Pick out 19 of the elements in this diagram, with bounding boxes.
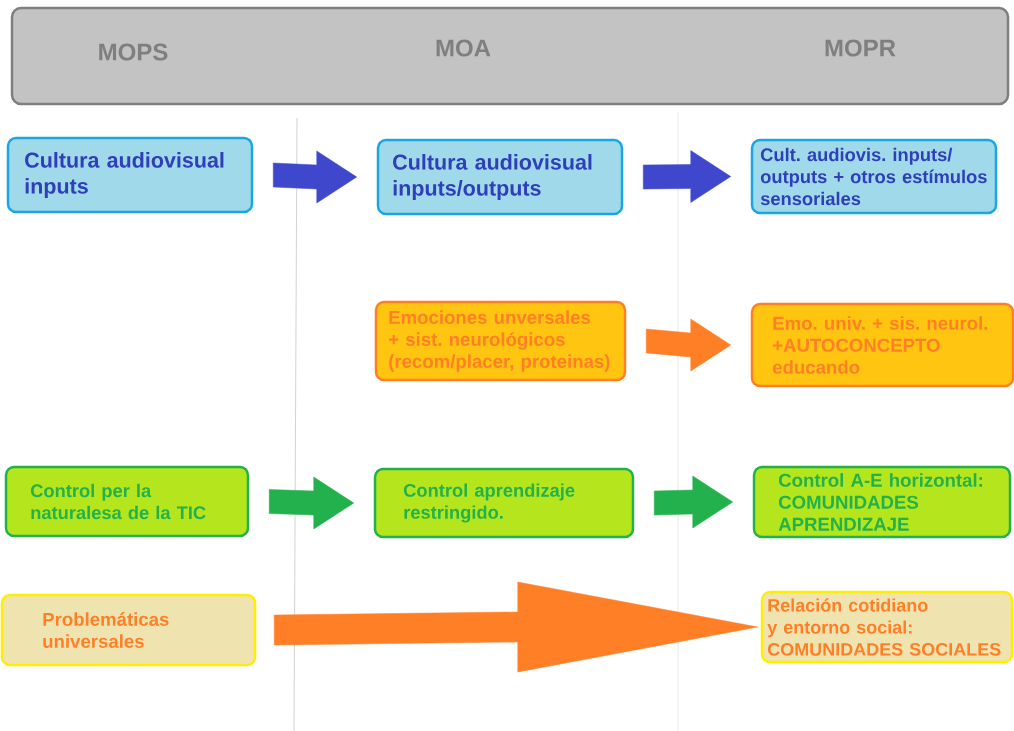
column-heading: MOPS <box>99 43 168 61</box>
text-box: Cultura audiovisual inputs/outputs <box>376 138 624 216</box>
block-arrow <box>269 476 354 530</box>
column-heading: MOA <box>436 39 491 57</box>
text-box: Cult. audiovis. inputs/ outputs + otros estímulos sensoriales <box>750 138 998 215</box>
text-box: Control A-E horizontal: COMUNIDADES APRENDIZAJE <box>752 465 1012 539</box>
text-box: Problemáticas universales <box>0 593 257 667</box>
block-arrow <box>646 318 731 372</box>
text-box: Emociones unversales + sist. neurológicos (recom/placer, proteinas) <box>374 300 627 382</box>
block-arrow <box>274 581 758 673</box>
text-box: Cultura audiovisual inputs <box>6 136 254 214</box>
block-arrow <box>273 150 357 204</box>
text-box: Relación cotidiano y entorno social: COMUNIDADES SOCIALES <box>760 590 1014 664</box>
text-box: Emo. univ. + sis. neurol. +AUTOCONCEPTO educando <box>750 302 1014 388</box>
block-arrow <box>654 475 733 529</box>
block-arrow <box>643 150 731 203</box>
text-box: Control per la naturalesa de la TIC <box>4 465 250 538</box>
text-box: Control aprendizaje restringido. <box>373 467 635 539</box>
column-heading: MOPR <box>825 39 896 57</box>
